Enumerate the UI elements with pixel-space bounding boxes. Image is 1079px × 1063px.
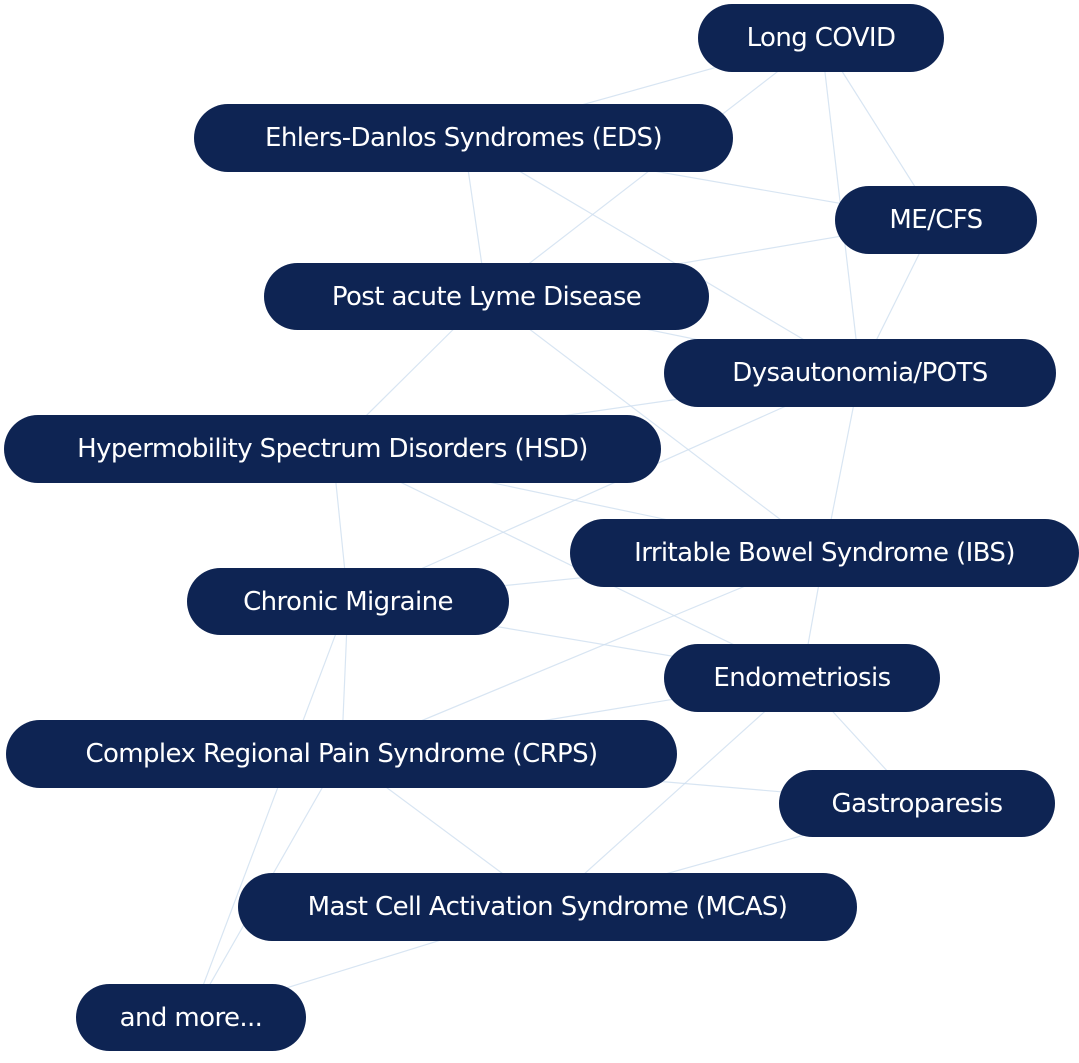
node-post-acute-lyme-disease[interactable]: Post acute Lyme Disease bbox=[264, 263, 709, 330]
node-irritable-bowel-syndrome[interactable]: Irritable Bowel Syndrome (IBS) bbox=[570, 519, 1079, 587]
connector-line bbox=[332, 448, 803, 679]
connector-line bbox=[547, 677, 803, 908]
node-hypermobility-spectrum-disorders[interactable]: Hypermobility Spectrum Disorders (HSD) bbox=[4, 415, 661, 483]
connector-line bbox=[347, 372, 861, 603]
node-dysautonomia-pots[interactable]: Dysautonomia/POTS bbox=[664, 339, 1056, 407]
node-me-cfs[interactable]: ME/CFS bbox=[835, 186, 1037, 254]
node-endometriosis[interactable]: Endometriosis bbox=[664, 644, 940, 712]
node-mast-cell-activation-syndrome[interactable]: Mast Cell Activation Syndrome (MCAS) bbox=[238, 873, 857, 941]
node-chronic-migraine[interactable]: Chronic Migraine bbox=[187, 568, 509, 635]
node-and-more[interactable]: and more... bbox=[76, 984, 306, 1051]
node-ehlers-danlos-syndromes[interactable]: Ehlers-Danlos Syndromes (EDS) bbox=[194, 104, 733, 172]
node-long-covid[interactable]: Long COVID bbox=[698, 4, 944, 72]
connector-line bbox=[486, 296, 825, 554]
connector-line bbox=[190, 601, 349, 1018]
connector-line bbox=[463, 137, 861, 374]
node-complex-regional-pain-syndrome[interactable]: Complex Regional Pain Syndrome (CRPS) bbox=[6, 720, 677, 788]
node-gastroparesis[interactable]: Gastroparesis bbox=[779, 770, 1055, 837]
